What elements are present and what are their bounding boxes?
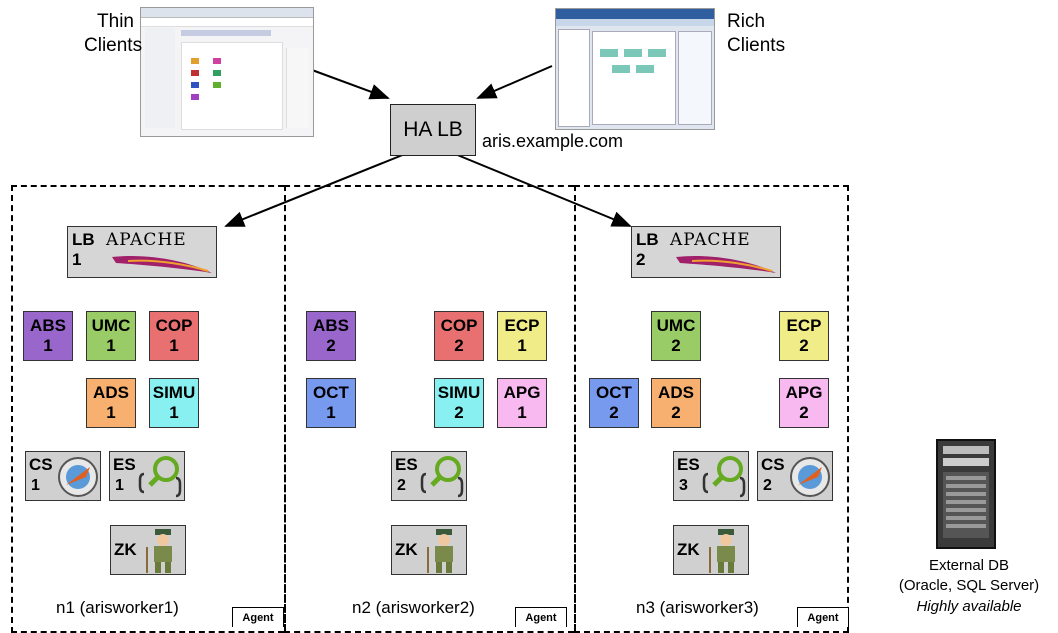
apache-logo: APACHE xyxy=(670,230,751,250)
db-vendors: (Oracle, SQL Server) xyxy=(898,577,1040,594)
node-caption-n3: n3 (arisworker3) xyxy=(636,598,759,617)
lb-hostname: aris.example.com xyxy=(482,131,624,151)
arrow-rich-to-lb xyxy=(476,65,553,99)
node-caption-n1: n1 (arisworker1) xyxy=(56,598,179,617)
elasticsearch-icon xyxy=(702,456,746,498)
agent-badge-n3: Agent xyxy=(797,607,849,627)
apache-feather-icon xyxy=(112,255,212,273)
arrow-lb-to-n1 xyxy=(224,153,406,227)
ha-lb-label: HA LB xyxy=(403,118,463,141)
node-divider xyxy=(284,185,286,630)
server-rack-icon xyxy=(936,439,996,549)
rich-client-screenshot xyxy=(555,8,715,130)
thin-clients-label: Thin Clients xyxy=(84,11,143,56)
zookeeper-icon xyxy=(146,529,172,573)
thin-client-screenshot xyxy=(140,7,314,137)
zookeeper-1: ZK xyxy=(110,525,186,575)
ha-load-balancer: HA LB xyxy=(390,104,476,156)
zookeeper-2: ZK xyxy=(391,525,467,575)
zookeeper-3: ZK xyxy=(673,525,749,575)
apache-logo: APACHE xyxy=(106,230,187,250)
node-divider xyxy=(574,185,576,630)
arrow-lb-to-n3 xyxy=(454,153,632,227)
zookeeper-icon xyxy=(709,529,735,573)
elasticsearch-icon xyxy=(138,456,182,498)
apache-feather-icon xyxy=(676,255,776,273)
agent-badge-n2: Agent xyxy=(515,607,567,627)
zookeeper-icon xyxy=(427,529,453,573)
elasticsearch-icon xyxy=(420,456,464,498)
node-caption-n2: n2 (arisworker2) xyxy=(352,598,475,617)
db-title: External DB xyxy=(928,557,1010,574)
agent-badge-n1: Agent xyxy=(232,607,284,627)
cloudsearch-icon xyxy=(790,457,830,497)
arrow-thin-to-lb xyxy=(311,69,390,100)
cloudsearch-icon xyxy=(58,457,98,497)
rich-clients-label: Rich Clients xyxy=(727,11,786,56)
db-availability: Highly available xyxy=(916,598,1022,615)
